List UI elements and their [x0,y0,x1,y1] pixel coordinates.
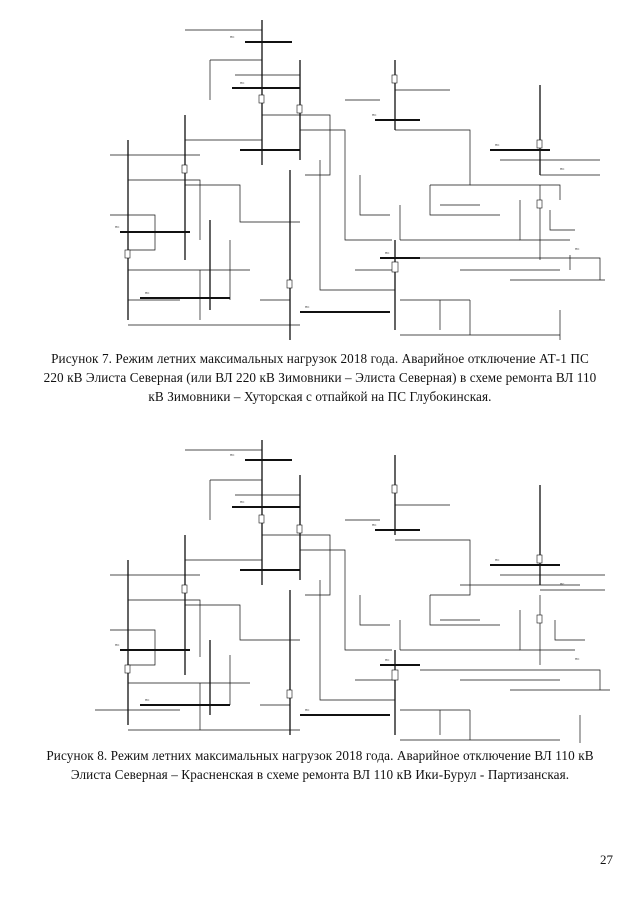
svg-text:ПС: ПС [385,251,389,255]
svg-text:ПС: ПС [385,658,389,662]
svg-text:ПС: ПС [145,291,149,295]
page-number: 27 [600,852,613,867]
svg-text:ПС: ПС [495,143,499,147]
figure-8-caption: Рисунок 8. Режим летних максимальных наг… [46,748,594,782]
svg-text:ПС: ПС [145,698,149,702]
figure-7-caption: Рисунок 7. Режим летних максимальных наг… [43,351,597,404]
svg-text:ПС: ПС [372,113,376,117]
svg-text:ПС: ПС [240,500,244,504]
figure-8-network-diagram: ПС ПС ПС ПС ПС ПС ПС ПС ПС ПС [0,425,640,745]
svg-text:ПС: ПС [575,247,579,251]
power-grid-schematic-2: ПС ПС ПС ПС ПС ПС ПС ПС ПС ПС [95,440,610,743]
svg-text:ПС: ПС [560,582,564,586]
svg-text:ПС: ПС [305,708,309,712]
svg-text:ПС: ПС [372,523,376,527]
svg-text:ПС: ПС [495,558,499,562]
svg-text:ПС: ПС [230,35,234,39]
svg-text:ПС: ПС [115,225,119,229]
svg-text:ПС: ПС [115,643,119,647]
svg-text:ПС: ПС [560,167,564,171]
power-grid-schematic-1: ПС ПС ПС ПС ПС ПС ПС ПС ПС ПС [110,20,605,340]
svg-text:ПС: ПС [575,657,579,661]
svg-text:ПС: ПС [305,305,309,309]
svg-text:ПС: ПС [230,453,234,457]
figure-7-network-diagram: ПС ПС ПС ПС ПС ПС ПС ПС ПС ПС [0,0,640,345]
svg-text:ПС: ПС [240,81,244,85]
